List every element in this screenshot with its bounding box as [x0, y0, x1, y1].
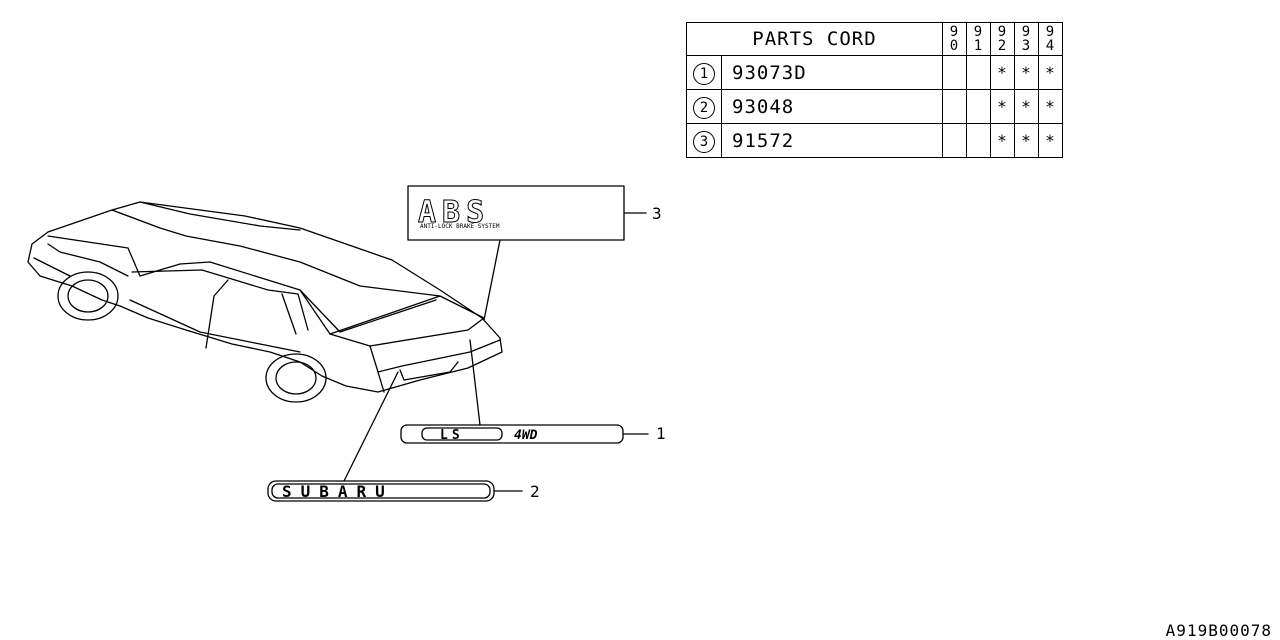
- awd-emblem-text: 4WD: [514, 428, 538, 443]
- table-row: 1 93073D * * *: [686, 55, 1063, 90]
- table-row: 3 91572 * * *: [686, 123, 1063, 158]
- year-mark: *: [1014, 55, 1039, 90]
- ref-number: 2: [686, 89, 722, 124]
- year-mark: [942, 123, 967, 158]
- callout-1: 1: [656, 424, 666, 443]
- year-mark: *: [1014, 123, 1039, 158]
- year-mark: [966, 55, 991, 90]
- part-code: 93048: [721, 89, 943, 124]
- parts-cord-title: PARTS CORD: [686, 22, 943, 56]
- year-mark: *: [1014, 89, 1039, 124]
- diagram-id: A919B00078: [1165, 621, 1272, 640]
- year-mark: *: [1038, 123, 1063, 158]
- ls-emblem-text: LS: [440, 428, 464, 443]
- year-mark: *: [1038, 55, 1063, 90]
- car-illustration: [27, 201, 503, 393]
- year-mark: [942, 89, 967, 124]
- year-mark: *: [990, 55, 1015, 90]
- ref-number: 3: [686, 123, 722, 158]
- subaru-emblem-text: SUBARU: [282, 482, 394, 501]
- part-code: 93073D: [721, 55, 943, 90]
- year-mark: [966, 89, 991, 124]
- table-row: 2 93048 * * *: [686, 89, 1063, 124]
- year-mark: *: [990, 89, 1015, 124]
- callout-3: 3: [652, 204, 662, 223]
- year-mark: *: [990, 123, 1015, 158]
- callout-2: 2: [530, 482, 540, 501]
- year-mark: [966, 123, 991, 158]
- year-mark: [942, 55, 967, 90]
- abs-emblem-text: ABS: [418, 195, 490, 230]
- year-mark: *: [1038, 89, 1063, 124]
- part-code: 91572: [721, 123, 943, 158]
- ref-number: 1: [686, 55, 722, 90]
- abs-emblem-subtext: ANTI-LOCK BRAKE SYSTEM: [420, 223, 500, 230]
